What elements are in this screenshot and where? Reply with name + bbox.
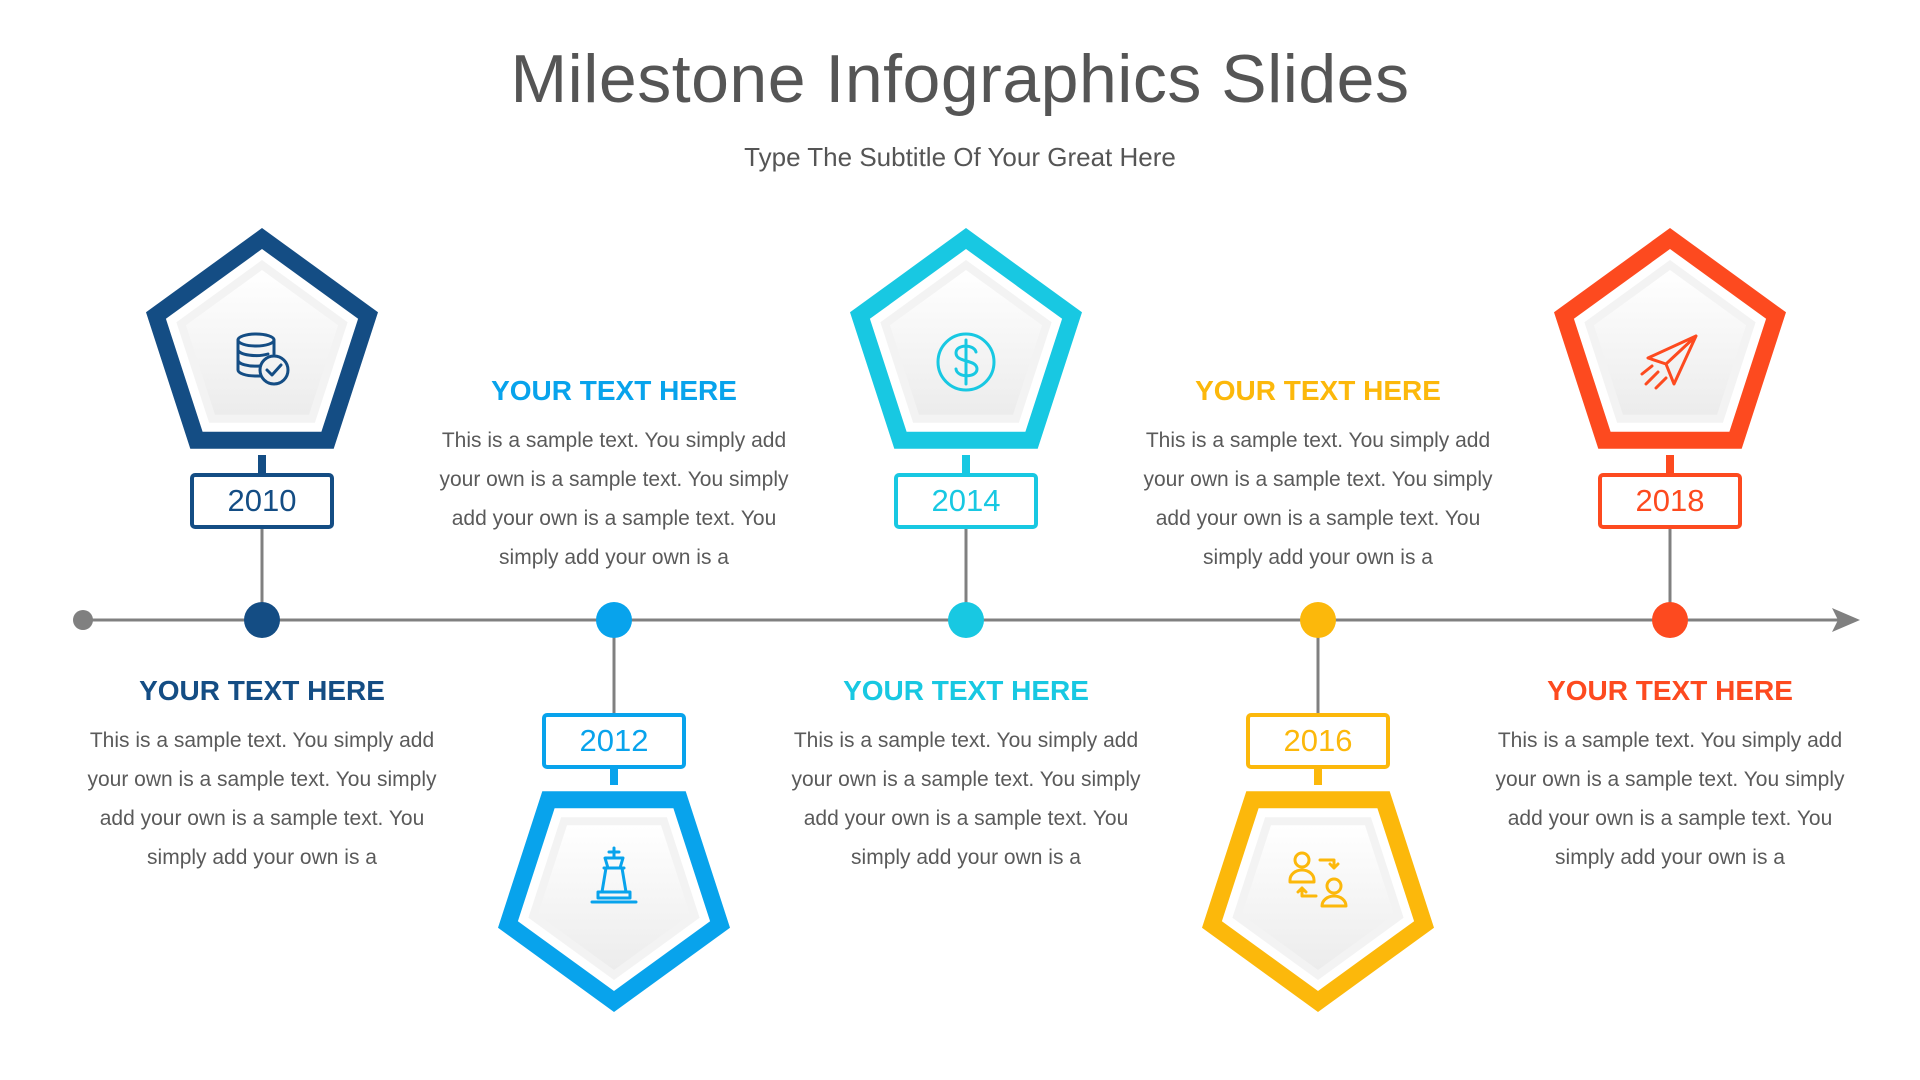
milestone-body-text: This is a sample text. You simply add yo…	[1495, 729, 1845, 869]
milestone-2018	[1554, 228, 1786, 638]
year-box	[894, 473, 1038, 529]
year-label: 2010	[227, 483, 297, 518]
timeline-dot	[1652, 602, 1688, 638]
year-box	[1598, 473, 1742, 529]
milestone-text-block: YOUR TEXT HERE This is a sample text. You…	[1138, 375, 1498, 577]
timeline-arrow-head	[1832, 608, 1860, 632]
milestone-heading: YOUR TEXT HERE	[1195, 375, 1441, 406]
database-check-icon	[236, 332, 290, 386]
milestone-text-block: YOUR TEXT HERE This is a sample text. You…	[786, 675, 1146, 877]
milestone-text-block: YOUR TEXT HERE This is a sample text. You…	[82, 675, 442, 877]
timeline-start-dot	[73, 610, 93, 630]
milestone-2010	[146, 228, 378, 638]
year-label: 2014	[931, 483, 1001, 518]
year-label: 2018	[1635, 483, 1705, 518]
people-exchange-icon	[1288, 851, 1348, 908]
milestone-body-text: This is a sample text. You simply add yo…	[87, 729, 437, 869]
dollar-coin-icon	[936, 332, 996, 392]
milestone-2014	[850, 228, 1082, 638]
milestone-heading: YOUR TEXT HERE	[139, 675, 385, 706]
year-label: 2016	[1283, 723, 1353, 758]
milestone-pentagon-core	[185, 270, 339, 415]
milestone-body-text: This is a sample text. You simply add yo…	[791, 729, 1141, 869]
milestone-heading: YOUR TEXT HERE	[491, 375, 737, 406]
milestone-text-block: YOUR TEXT HERE This is a sample text. You…	[1490, 675, 1850, 877]
milestone-2016	[1202, 602, 1434, 1012]
milestone-body-text: This is a sample text. You simply add yo…	[1143, 429, 1493, 569]
milestone-heading: YOUR TEXT HERE	[1547, 675, 1793, 706]
timeline-dot	[244, 602, 280, 638]
page-subtitle: Type The Subtitle Of Your Great Here	[744, 142, 1176, 172]
page-title: Milestone Infographics Slides	[510, 41, 1410, 117]
year-box	[190, 473, 334, 529]
year-label: 2012	[579, 723, 649, 758]
milestone-heading: YOUR TEXT HERE	[843, 675, 1089, 706]
paper-plane-icon	[1640, 334, 1698, 390]
milestone-text-block: YOUR TEXT HERE This is a sample text. You…	[434, 375, 794, 577]
milestone-body-text: This is a sample text. You simply add yo…	[439, 429, 789, 569]
timeline-dot	[1300, 602, 1336, 638]
milestone-pentagon-core	[1241, 825, 1395, 970]
timeline-dot	[948, 602, 984, 638]
year-box	[1246, 713, 1390, 769]
milestone-2012	[498, 602, 730, 1012]
timeline-dot	[596, 602, 632, 638]
year-box	[542, 713, 686, 769]
chess-king-icon	[590, 846, 638, 904]
milestone-pentagon-core	[1593, 270, 1747, 415]
